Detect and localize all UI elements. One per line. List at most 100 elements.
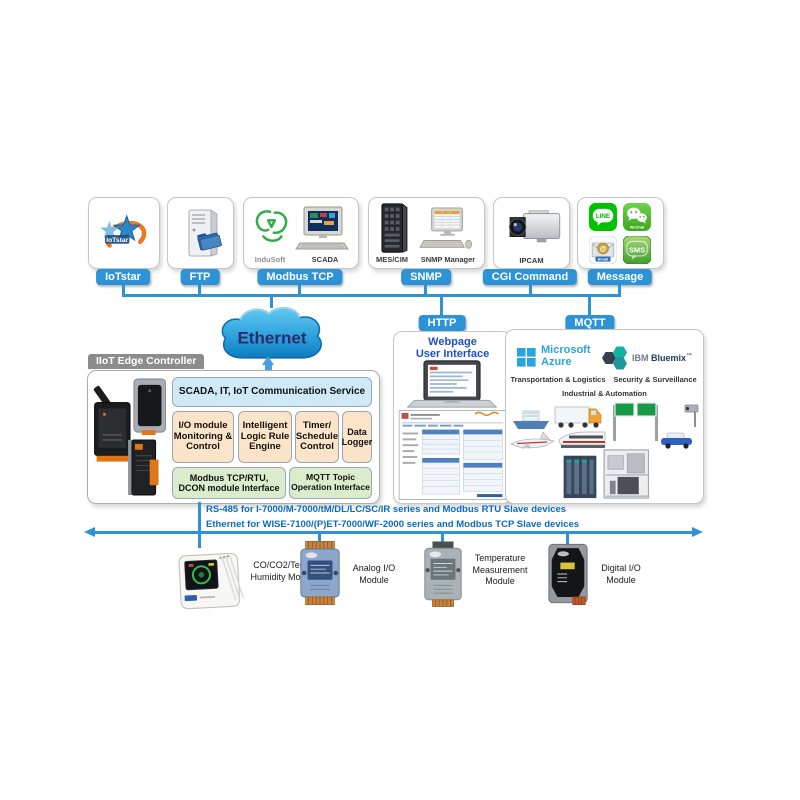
packaging-machine-icon bbox=[603, 449, 649, 499]
line-app-label: LINE bbox=[596, 213, 610, 220]
ftp-box bbox=[167, 197, 234, 269]
field-bus-arrow-right bbox=[692, 527, 703, 537]
connector-modbus bbox=[298, 285, 301, 296]
digital-io-module-label: Digital I/O Module bbox=[601, 563, 641, 585]
drop-to-cloud bbox=[270, 294, 273, 308]
ipcam-icon bbox=[499, 206, 565, 250]
rs485-note: RS-485 for I-7000/M-7000/tM/DL/LC/SC/IR … bbox=[206, 504, 567, 515]
bluemix-tm: ™ bbox=[686, 353, 693, 359]
iotstar-box: IoTstar bbox=[88, 197, 160, 269]
scada-computer-icon bbox=[294, 205, 352, 253]
wechat-app-icon: WeChat bbox=[623, 203, 651, 231]
controller-service-block: SCADA, IT, IoT Communication Service bbox=[172, 377, 372, 407]
azure-logo-icon bbox=[517, 348, 536, 367]
indusoft-caption: InduSoft bbox=[254, 255, 286, 264]
controller-function-block-io: I/O module Monitoring & Control bbox=[172, 411, 234, 463]
snmp-manager-caption: SNMP Manager bbox=[420, 255, 476, 264]
ethernet-note: Ethernet for WISE-7100/(P)ET-7000/WF-200… bbox=[206, 519, 580, 530]
indusoft-logo-icon bbox=[252, 206, 290, 246]
controller-interface-block-mqtt: MQTT Topic Operation Interface bbox=[289, 467, 372, 499]
field-bus-line bbox=[92, 531, 694, 534]
controller-function-block-logger: Data Logger bbox=[342, 411, 372, 463]
co2-module-icon bbox=[173, 545, 253, 613]
controller-downlink-line bbox=[198, 502, 201, 548]
train-icon bbox=[558, 431, 606, 448]
connector-ftp bbox=[198, 285, 201, 296]
wechat-app-label: WeChat bbox=[630, 224, 645, 229]
mes-cim-server-icon bbox=[376, 202, 412, 256]
field-bus-arrow-left bbox=[84, 527, 95, 537]
http-label: HTTP bbox=[418, 315, 466, 331]
connector-iotstar bbox=[122, 285, 125, 296]
uplink-arrowhead bbox=[262, 356, 274, 365]
mes-cim-caption: MES/CIM bbox=[375, 255, 409, 264]
bluemix-logo-icon bbox=[601, 345, 631, 371]
sector-industrial: Industrial & Automation bbox=[562, 389, 647, 398]
analog-io-module-label: Analog I/O Module bbox=[352, 563, 396, 585]
drop-digital-module bbox=[566, 534, 569, 545]
sector-transportation: Transportation & Logistics bbox=[510, 375, 606, 384]
network-bus-line bbox=[122, 294, 621, 297]
cctv-icon bbox=[684, 404, 699, 427]
protocol-label-message: Message bbox=[587, 269, 653, 285]
webpage-box: Webpage User Interface bbox=[393, 331, 512, 504]
line-app-icon: LINE bbox=[589, 203, 617, 231]
snmp-box: MES/CIM SNMP Manager bbox=[368, 197, 485, 269]
connector-snmp bbox=[424, 285, 427, 296]
highway-signs-icon bbox=[613, 402, 658, 441]
protocol-label-snmp: SNMP bbox=[401, 269, 451, 285]
industrial-machines-graphic bbox=[558, 448, 654, 500]
drop-temp-module bbox=[441, 534, 444, 545]
iotstar-logo-text: IoTstar bbox=[106, 237, 128, 244]
bluemix-logo-text: IBM Bluemix™ bbox=[632, 353, 692, 363]
controller-devices-icon bbox=[92, 377, 170, 497]
ethernet-cloud-label: Ethernet bbox=[237, 328, 306, 347]
mqtt-label: MQTT bbox=[565, 315, 615, 331]
webpage-title: Webpage User Interface bbox=[415, 336, 490, 361]
protocol-label-iotstar: IoTstar bbox=[96, 269, 150, 285]
uplink-arrow-bar bbox=[265, 364, 272, 373]
drop-to-mqtt bbox=[588, 294, 591, 316]
digital-io-module-icon bbox=[546, 541, 590, 607]
svg-text:@: @ bbox=[600, 246, 607, 253]
connector-message bbox=[618, 285, 621, 296]
cloud-services-box: Microsoft Azure IBM Bluemix™ Transportat… bbox=[505, 329, 704, 504]
ethernet-cloud: Ethernet bbox=[212, 302, 332, 364]
applications-graphic bbox=[509, 399, 701, 453]
bluemix-text: Bluemix bbox=[651, 353, 687, 363]
analog-io-module-icon bbox=[297, 541, 343, 605]
temperature-module-icon bbox=[421, 541, 465, 607]
modbus-tcp-box: InduSoft SCADA bbox=[243, 197, 359, 269]
plc-cabinet-icon bbox=[563, 455, 597, 499]
police-car-icon bbox=[661, 432, 692, 449]
drop-analog-module bbox=[318, 534, 321, 545]
controller-tab: IIoT Edge Controller bbox=[88, 354, 205, 369]
email-app-label: Email bbox=[598, 256, 608, 261]
truck-icon bbox=[554, 406, 602, 428]
sms-app-label: SMS bbox=[629, 246, 645, 255]
azure-logo-text: Microsoft Azure bbox=[541, 344, 591, 368]
temperature-module-label: Temperature Measurement Module bbox=[472, 553, 528, 587]
controller-function-block-timer: Timer/ Schedule Control bbox=[295, 411, 339, 463]
ship-icon bbox=[513, 410, 549, 429]
iotstar-logo-icon: IoTstar bbox=[97, 205, 151, 259]
ipcam-caption: IPCAM bbox=[519, 256, 544, 265]
protocol-label-ftp: FTP bbox=[180, 269, 220, 285]
message-box: LINE WeChat @ bbox=[577, 197, 664, 269]
controller-function-block-logic: Intelligent Logic Rule Engine bbox=[238, 411, 292, 463]
protocol-label-modbus-tcp: Modbus TCP bbox=[257, 269, 343, 285]
email-app-icon: @ Email bbox=[589, 236, 617, 264]
connector-cgi bbox=[529, 285, 532, 296]
scada-caption: SCADA bbox=[311, 255, 339, 264]
sector-security: Security & Surveillance bbox=[613, 375, 697, 384]
protocol-label-cgi-command: CGI Command bbox=[482, 269, 578, 285]
drop-to-http bbox=[440, 294, 443, 316]
snmp-manager-computer-icon bbox=[417, 206, 477, 252]
webpage-screenshot bbox=[398, 410, 507, 500]
ibm-text: IBM bbox=[632, 353, 649, 363]
jet-icon bbox=[510, 431, 556, 449]
ftp-server-icon bbox=[179, 204, 223, 262]
sms-app-icon: SMS bbox=[623, 236, 651, 264]
controller-interface-block-modbus: Modbus TCP/RTU, DCON module Interface bbox=[172, 467, 286, 499]
